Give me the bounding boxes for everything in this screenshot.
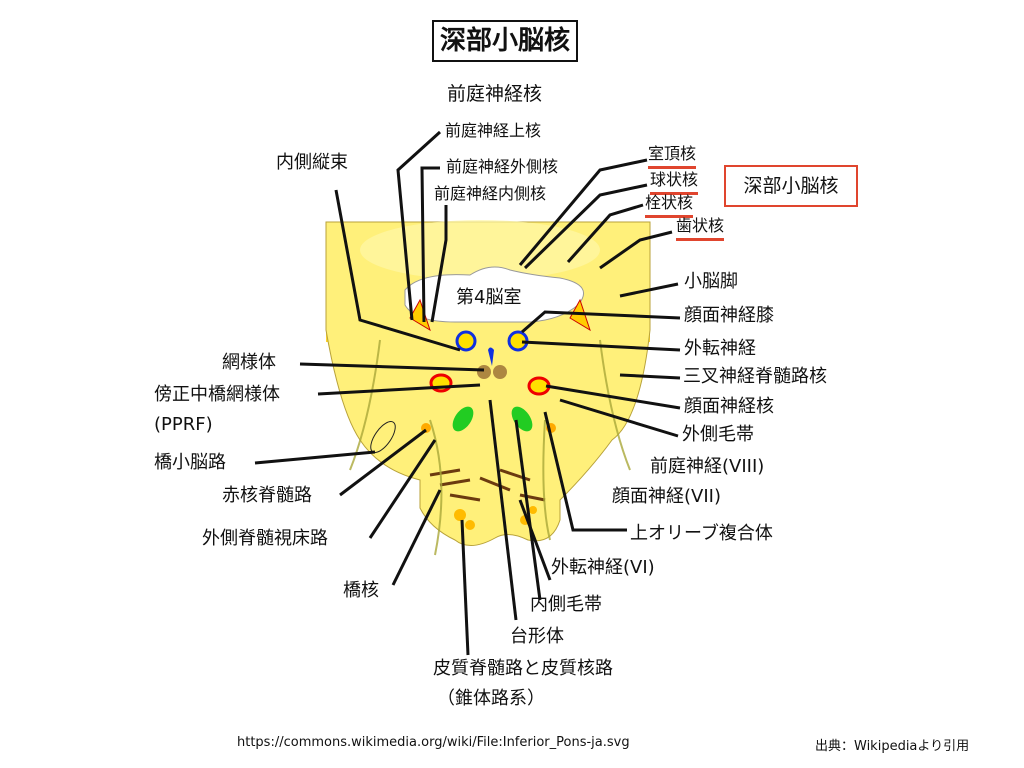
label-fastigial: 室頂核 [648, 143, 697, 169]
leader-lines [254, 130, 681, 656]
label-pontocerebellar: 橋小脳路 [154, 452, 226, 473]
source-credit: 出典：Wikipediaより引用 [815, 739, 970, 754]
label-pprf: 傍正中橋網様体 [154, 384, 280, 405]
source-url: https://commons.wikimedia.org/wiki/File:… [237, 735, 630, 750]
label-lateral-vestibular: 前庭神経外側核 [446, 157, 559, 176]
label-abducens-nerve: 外転神経(VI) [551, 557, 655, 578]
label-fourth-ventricle: 第4脳室 [456, 287, 522, 308]
slide-title: 深部小脳核 [432, 20, 579, 62]
label-globose: 球状核 [650, 169, 699, 195]
label-reticular: 網様体 [222, 352, 276, 373]
label-corticospinal: 皮質脊髄路と皮質核路 [433, 658, 613, 679]
label-facial-nerve: 顔面神経(VII) [612, 486, 721, 507]
label-trapezoid-body: 台形体 [510, 626, 564, 647]
label-spinal-trigeminal: 三叉神経脊髄路核 [683, 366, 827, 387]
label-medial-lemniscus: 内側毛帯 [530, 594, 602, 615]
label-vestibular-nerve: 前庭神経(VIII) [650, 456, 765, 477]
label-emboliform: 栓状核 [645, 192, 694, 218]
deep-cerebellar-box: 深部小脳核 [724, 165, 858, 207]
label-spinothalamic: 外側脊髄視床路 [202, 528, 328, 549]
label-cerebellar-peduncle: 小脳脚 [684, 271, 738, 292]
label-pprf-abbr: (PPRF) [154, 414, 213, 435]
label-lateral-lemniscus: 外側毛帯 [682, 424, 754, 445]
label-superior-vestibular: 前庭神経上核 [445, 121, 542, 140]
label-pyramidal: （錐体路系） [437, 688, 545, 709]
label-superior-olive: 上オリーブ複合体 [630, 523, 773, 544]
label-rubrospinal: 赤核脊髄路 [222, 485, 312, 506]
label-facial-genu: 顔面神経膝 [684, 305, 774, 326]
label-vestibular-nuclei: 前庭神経核 [447, 83, 543, 105]
label-dentate: 歯状核 [676, 215, 725, 241]
label-medial-vestibular: 前庭神経内側核 [434, 184, 547, 203]
fourth-ventricle [404, 266, 584, 323]
label-pontine-nuclei: 橋核 [343, 580, 379, 601]
label-facial-nucleus: 顔面神経核 [684, 396, 774, 417]
label-mlf: 内側縦束 [276, 152, 348, 173]
label-abducens-nucleus: 外転神経 [684, 338, 756, 359]
